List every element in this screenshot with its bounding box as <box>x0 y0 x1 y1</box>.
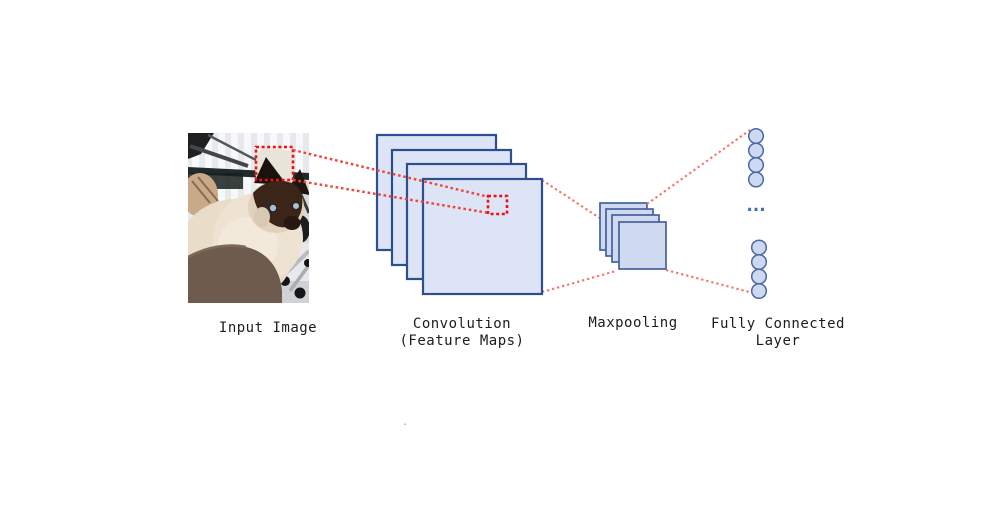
fc-node <box>750 239 768 256</box>
pool-to-fc-line-bottom <box>665 268 754 295</box>
convolution-label-line1: Convolution <box>412 316 512 332</box>
dark-corner-object <box>188 133 214 159</box>
fc-node <box>747 142 765 159</box>
chair-wheel <box>294 287 306 299</box>
stray-mark: . <box>402 417 409 428</box>
convolution-label: Convolution (Feature Maps) <box>362 316 562 350</box>
input-image-label: Input Image <box>218 320 318 336</box>
fc-node-column <box>747 127 768 300</box>
input-cat-photo <box>188 133 309 303</box>
conv-to-pool-line-bottom <box>541 269 617 294</box>
fc-node <box>750 268 768 285</box>
fc-ellipsis: ... <box>746 196 766 216</box>
maxpooling-label: Maxpooling <box>588 315 678 331</box>
cat-left-ear <box>254 157 287 185</box>
fully-connected-label: Fully Connected Layer <box>678 316 878 350</box>
chair-wheel <box>304 259 309 267</box>
input-to-conv-line-top <box>292 148 490 199</box>
receptive-field-box-feature-map <box>486 194 509 216</box>
fc-node <box>747 171 765 188</box>
cable <box>189 144 249 168</box>
fc-node <box>747 127 765 145</box>
fc-node <box>747 156 765 174</box>
feature-map-stack <box>375 133 544 296</box>
cat-right-eye <box>292 202 300 210</box>
fc-node <box>750 253 768 271</box>
fully-connected-label-line2: Layer <box>755 333 801 349</box>
cat-left-eye <box>269 204 278 213</box>
couch-arm <box>188 245 282 303</box>
maxpool-map-4 <box>618 221 667 270</box>
couch-edge-highlight <box>188 244 247 259</box>
input-to-conv-line-bottom <box>292 178 490 215</box>
fully-connected-label-line1: Fully Connected <box>711 316 845 332</box>
feature-map-4 <box>421 177 544 296</box>
maxpool-stack <box>599 202 667 270</box>
cable <box>207 133 257 162</box>
receptive-field-box-input <box>254 145 295 182</box>
chair-leg <box>288 263 309 293</box>
cat-muzzle <box>283 216 301 230</box>
fur-streaks <box>191 176 219 204</box>
fc-node <box>750 282 768 300</box>
pool-to-fc-line-top <box>646 129 751 205</box>
convolution-label-line2: (Feature Maps) <box>399 333 525 349</box>
cat-cheek <box>254 207 270 227</box>
